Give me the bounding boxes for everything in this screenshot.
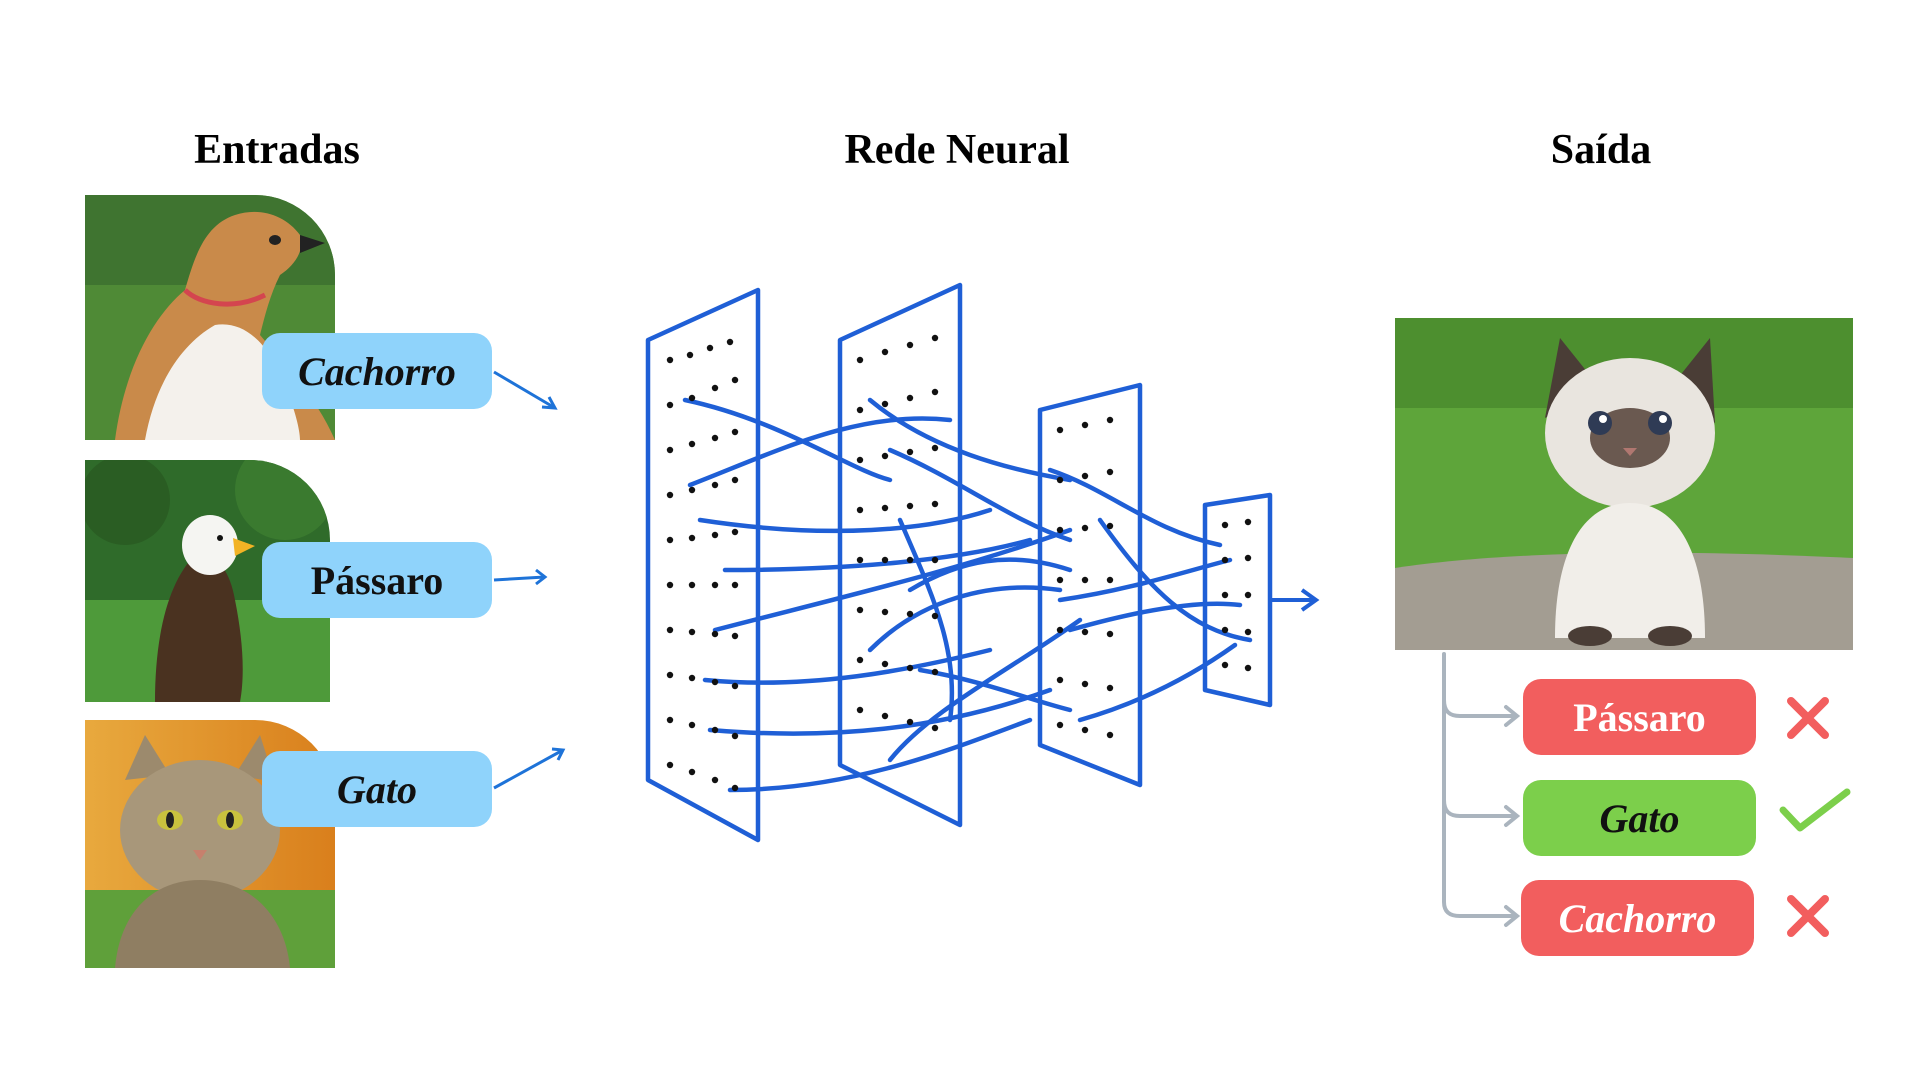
cross-icon bbox=[1787, 895, 1829, 937]
dog-photo bbox=[85, 195, 335, 440]
prediction-passaro: Pássaro bbox=[1523, 679, 1756, 755]
check-icon bbox=[1779, 788, 1851, 832]
cross-icon bbox=[1787, 697, 1829, 739]
heading-output: Saída bbox=[1550, 127, 1652, 173]
input-label-cachorro: Cachorro bbox=[262, 333, 492, 409]
heading-network: Rede Neural bbox=[844, 127, 1070, 173]
input-label-gato: Gato bbox=[262, 751, 492, 827]
prediction-connector bbox=[1442, 652, 1521, 927]
heading-inputs: Entradas bbox=[194, 127, 360, 173]
layer-1-panel bbox=[645, 287, 761, 843]
eagle-photo bbox=[85, 460, 330, 702]
layer-2-panel bbox=[837, 282, 963, 828]
kitten-photo bbox=[1395, 318, 1853, 650]
neural-network-diagram bbox=[645, 282, 1320, 843]
prediction-gato: Gato bbox=[1523, 780, 1756, 856]
input-arrows bbox=[493, 370, 566, 790]
layer-3-panel bbox=[1037, 382, 1143, 788]
input-label-passaro: Pássaro bbox=[262, 542, 492, 618]
layer-4-panel bbox=[1202, 492, 1273, 708]
prediction-cachorro: Cachorro bbox=[1521, 880, 1754, 956]
